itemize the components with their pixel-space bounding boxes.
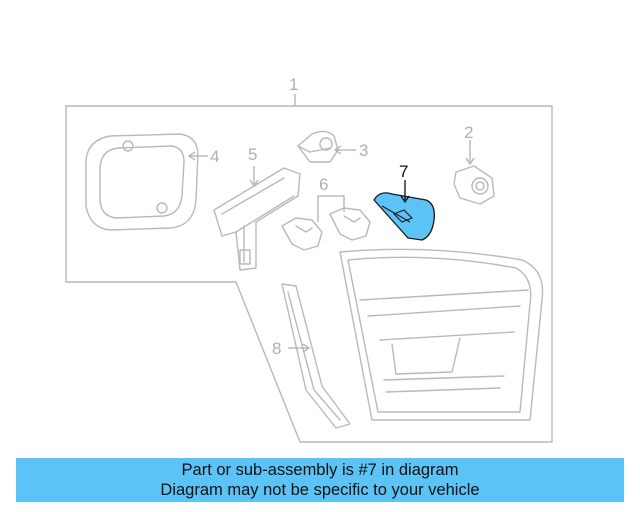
gasket-part-4[interactable]: [85, 133, 199, 231]
callout-3-arrowhead: [333, 145, 342, 155]
callout-8-arrowhead: [302, 343, 311, 353]
banner-line-2: Diagram may not be specific to your vehi…: [160, 481, 480, 499]
callout-2-arrowhead: [465, 157, 475, 166]
callout-8-label: 8: [272, 339, 281, 358]
harness-part-2[interactable]: [453, 165, 495, 205]
callout-5-arrowhead: [249, 179, 259, 188]
trim-strip-part-8[interactable]: [281, 283, 351, 429]
callout-4-label: 4: [210, 147, 219, 166]
banner-line-1: Part or sub-assembly is #7 in diagram: [181, 461, 459, 479]
lamp-housing: [339, 248, 544, 421]
part-info-banner: Part or sub-assembly is #7 in diagram Di…: [16, 458, 624, 502]
callout-6-label: 6: [319, 175, 328, 194]
callout-6-leader: [317, 195, 345, 222]
bulb-part-7-highlighted[interactable]: [373, 192, 435, 241]
socket-part-3[interactable]: [297, 130, 339, 163]
bulbs-part-6[interactable]: [281, 207, 371, 251]
callout-5-label: 5: [248, 145, 257, 164]
assembly-outline: [65, 105, 553, 443]
callout-7-arrowhead: [400, 195, 410, 204]
callout-7-label: 7: [399, 162, 408, 181]
callout-4-arrowhead: [187, 151, 196, 161]
callout-1-label: 1: [289, 75, 298, 94]
bulb-holder-part-5[interactable]: [213, 167, 301, 271]
callout-2-label: 2: [464, 123, 473, 142]
callout-3-label: 3: [359, 141, 368, 160]
